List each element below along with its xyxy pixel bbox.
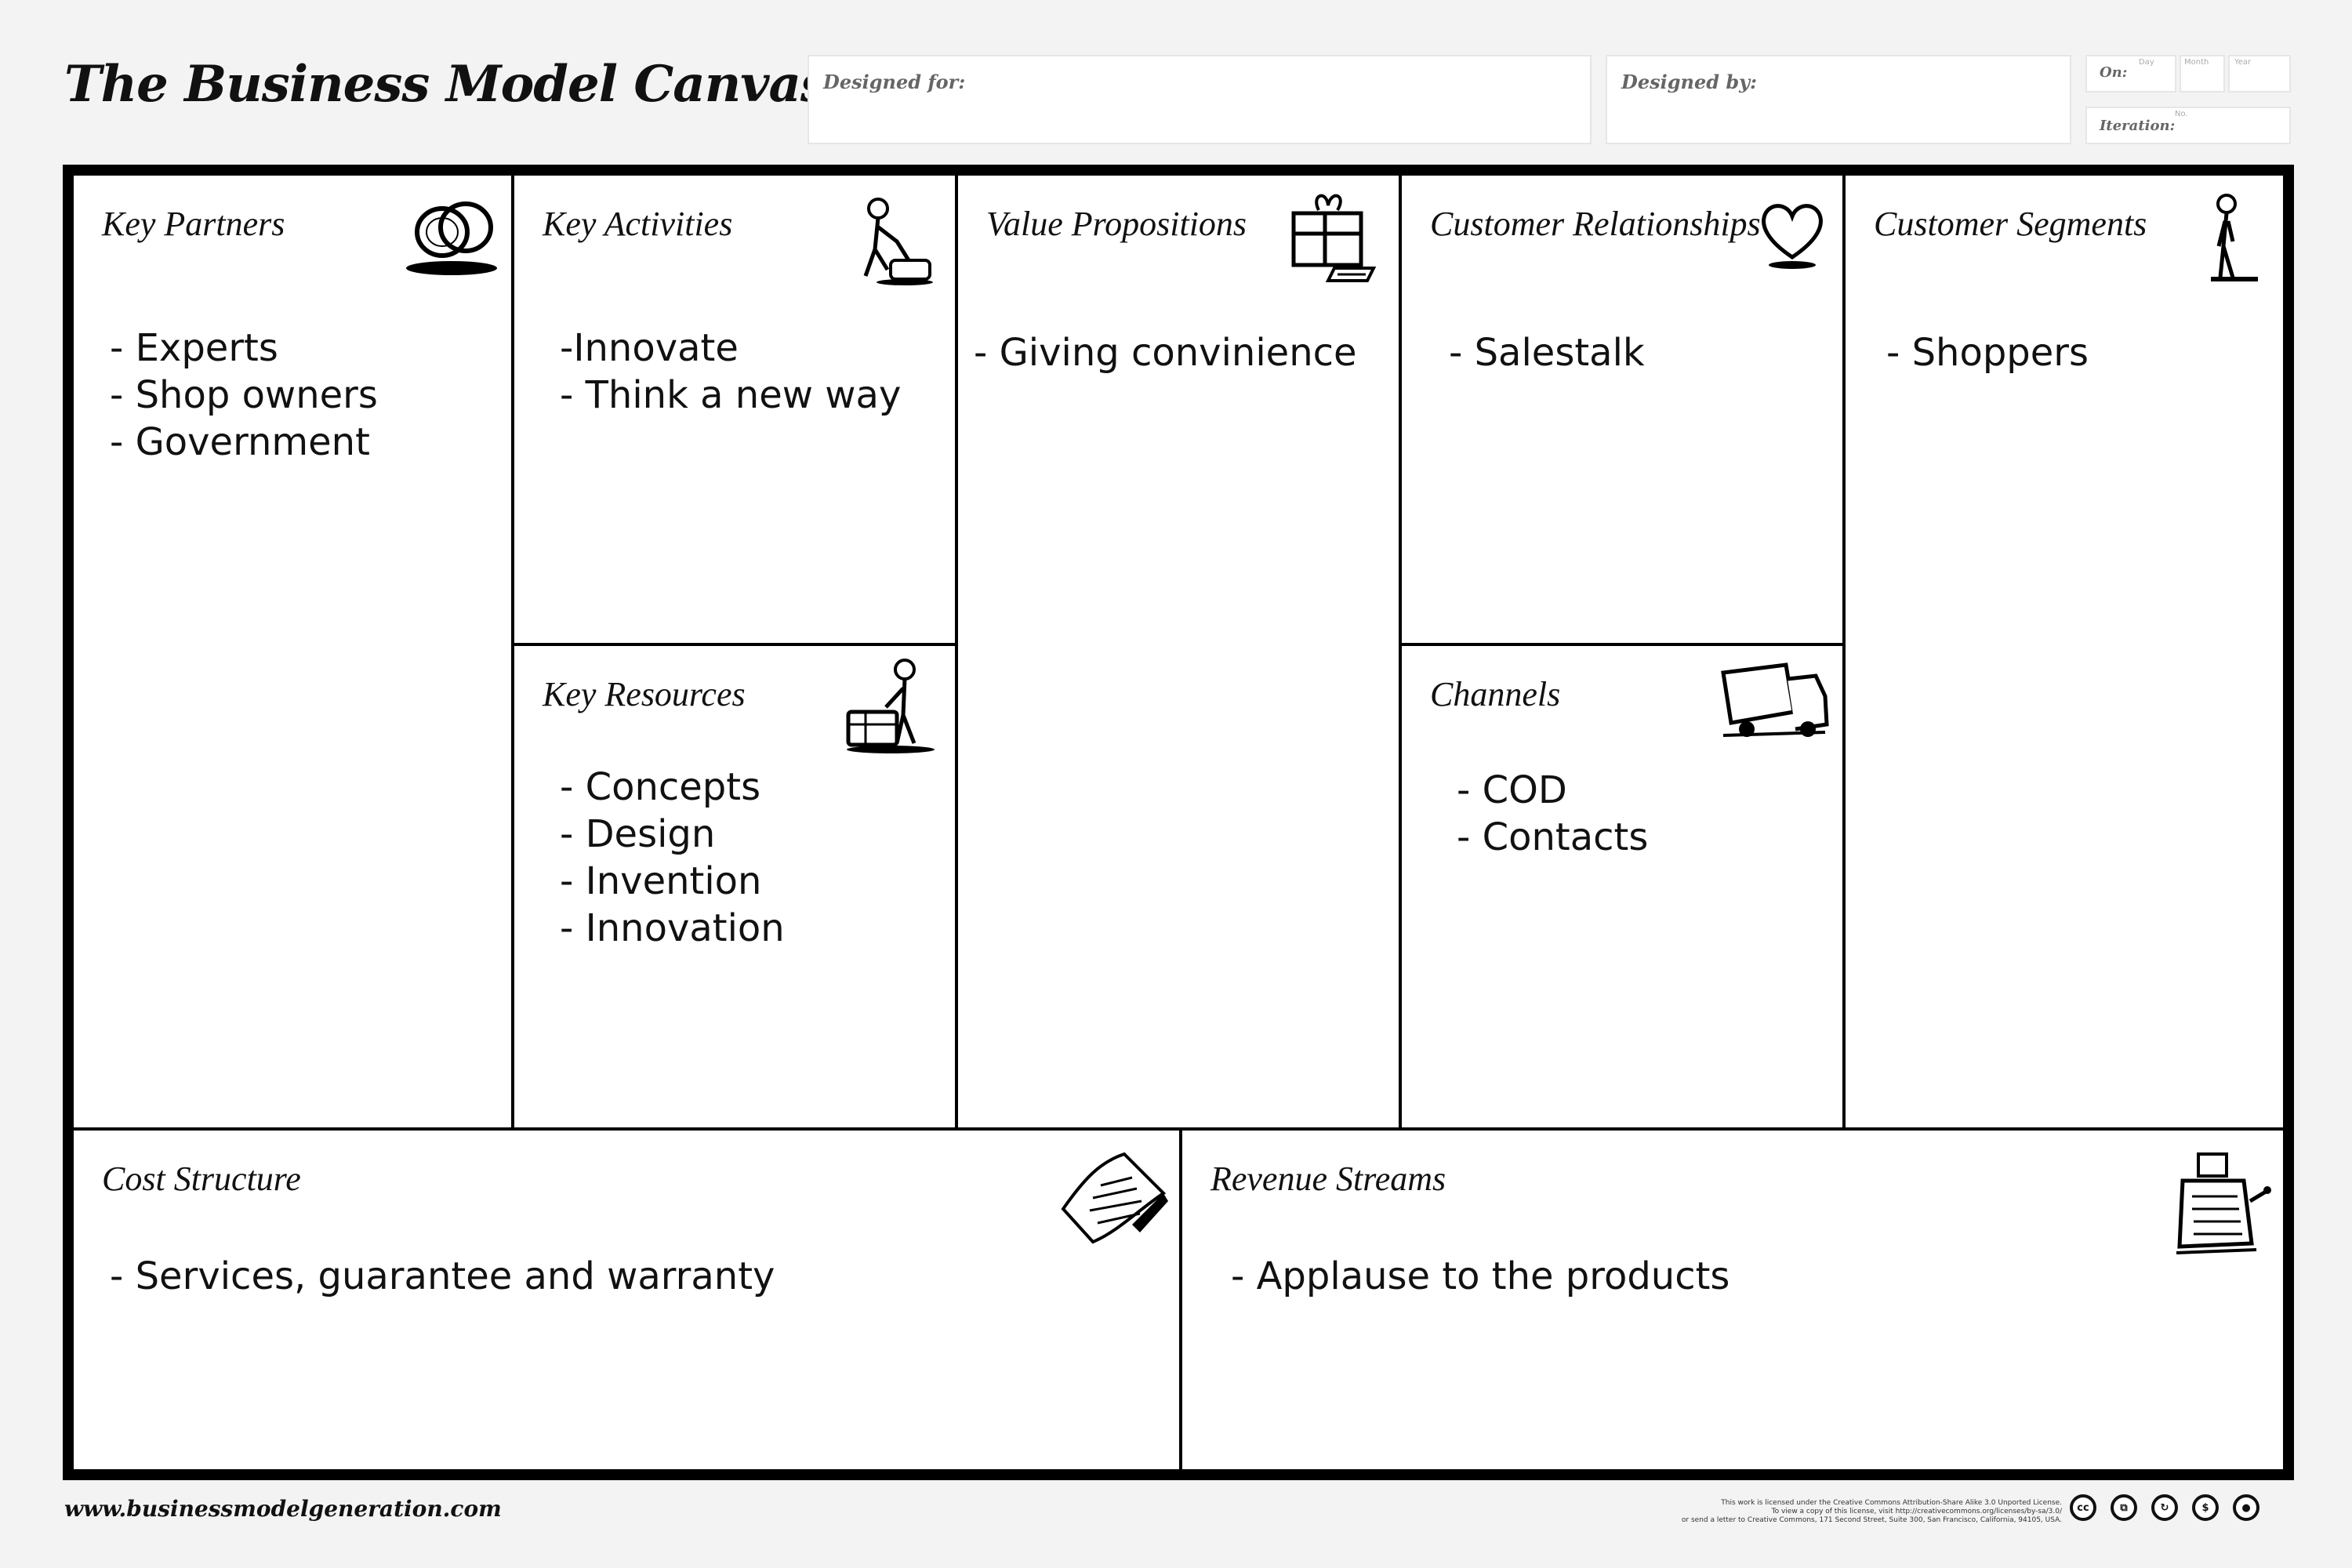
block-title: Key Partners bbox=[102, 204, 285, 244]
standing-person-icon bbox=[2203, 191, 2266, 293]
block-title: Key Activities bbox=[543, 204, 732, 244]
block-items: - Experts - Shop owners - Government bbox=[110, 325, 378, 466]
no-commercial-icon: $ bbox=[2192, 1494, 2219, 1521]
heart-icon bbox=[1753, 194, 1831, 273]
block-title: Value Propositions bbox=[986, 204, 1247, 244]
year-field[interactable]: Year bbox=[2228, 55, 2291, 93]
block-key-resources[interactable]: Key Resources - Concepts - Design - Inve… bbox=[511, 643, 958, 1131]
list-item: - Experts bbox=[110, 325, 378, 372]
worker-with-crate-icon bbox=[842, 657, 939, 759]
license-line: This work is licensed under the Creative… bbox=[1662, 1499, 2062, 1508]
license-line: or send a letter to Creative Commons, 17… bbox=[1662, 1516, 2062, 1525]
block-items: - Concepts - Design - Invention - Innova… bbox=[560, 764, 785, 952]
list-item: - Applause to the products bbox=[1231, 1253, 1730, 1300]
footer-url-link[interactable]: www.businessmodelgeneration.com bbox=[64, 1496, 502, 1522]
block-customer-segments[interactable]: Customer Segments - Shoppers bbox=[1842, 172, 2286, 1131]
business-model-canvas: Key Partners - Experts - Shop owners - G… bbox=[63, 165, 2294, 1480]
block-title: Customer Segments bbox=[1874, 204, 2147, 244]
block-items: - Shoppers bbox=[1886, 329, 2089, 376]
block-customer-relationships[interactable]: Customer Relationships - Salestalk bbox=[1399, 172, 1846, 646]
block-key-partners[interactable]: Key Partners - Experts - Shop owners - G… bbox=[71, 172, 514, 1131]
block-items: - Services, guarantee and warranty bbox=[110, 1253, 775, 1300]
cash-register-icon bbox=[2172, 1149, 2274, 1267]
gift-box-icon bbox=[1279, 187, 1381, 289]
list-item: -Innovate bbox=[560, 325, 901, 372]
page-title: The Business Model Canvas bbox=[64, 55, 828, 114]
block-channels[interactable]: Channels - COD - Contacts bbox=[1399, 643, 1846, 1131]
block-key-activities[interactable]: Key Activities -Innovate - Think a new w… bbox=[511, 172, 958, 646]
remix-icon: ↻ bbox=[2151, 1494, 2178, 1521]
list-item: - Shoppers bbox=[1886, 329, 2089, 376]
price-tag-icon bbox=[1054, 1146, 1171, 1248]
block-value-propositions[interactable]: Value Propositions - Giving convinience bbox=[955, 172, 1402, 1131]
list-item: - Invention bbox=[560, 858, 785, 905]
block-title: Revenue Streams bbox=[1210, 1159, 1446, 1199]
cc-icon: cc bbox=[2070, 1494, 2096, 1521]
worker-icon bbox=[842, 194, 936, 289]
list-item: - COD bbox=[1457, 767, 1648, 814]
copy-icon: ⧉ bbox=[2111, 1494, 2137, 1521]
list-item: - Government bbox=[110, 419, 378, 466]
list-item: - Design bbox=[560, 811, 785, 858]
day-label: Day bbox=[2139, 58, 2154, 67]
list-item: - Innovation bbox=[560, 905, 785, 952]
iteration-label: Iteration: bbox=[2100, 118, 2175, 134]
block-items: - COD - Contacts bbox=[1457, 767, 1648, 861]
attribution-icon: ● bbox=[2233, 1494, 2259, 1521]
designed-for-field[interactable]: Designed for: bbox=[808, 55, 1592, 144]
list-item: - Contacts bbox=[1457, 814, 1648, 861]
iteration-field[interactable]: Iteration: No. bbox=[2085, 107, 2291, 144]
list-item: - Shop owners bbox=[110, 372, 378, 419]
block-items: - Applause to the products bbox=[1231, 1253, 1730, 1300]
block-cost-structure[interactable]: Cost Structure - Services, guarantee and… bbox=[71, 1127, 1182, 1472]
license-line: To view a copy of this license, visit ht… bbox=[1662, 1508, 2062, 1516]
designed-by-field[interactable]: Designed by: bbox=[1606, 55, 2071, 144]
chain-links-icon bbox=[403, 191, 505, 278]
block-title: Cost Structure bbox=[102, 1159, 301, 1199]
license-text: This work is licensed under the Creative… bbox=[1662, 1499, 2062, 1525]
block-items: - Giving convinience bbox=[974, 329, 1357, 376]
designed-for-label: Designed for: bbox=[823, 71, 965, 93]
month-label: Month bbox=[2184, 58, 2209, 67]
month-field[interactable]: Month bbox=[2180, 55, 2225, 93]
list-item: - Giving convinience bbox=[974, 329, 1357, 376]
block-title: Customer Relationships bbox=[1430, 204, 1761, 244]
block-title: Channels bbox=[1430, 674, 1560, 714]
block-items: - Salestalk bbox=[1449, 329, 1645, 376]
year-label: Year bbox=[2234, 58, 2251, 67]
list-item: - Salestalk bbox=[1449, 329, 1645, 376]
list-item: - Think a new way bbox=[560, 372, 901, 419]
block-revenue-streams[interactable]: Revenue Streams - Applause to the produc… bbox=[1179, 1127, 2286, 1472]
block-items: -Innovate - Think a new way bbox=[560, 325, 901, 419]
no-label: No. bbox=[2175, 110, 2188, 118]
block-title: Key Resources bbox=[543, 674, 746, 714]
designed-by-label: Designed by: bbox=[1621, 71, 1757, 93]
on-label: On: bbox=[2100, 64, 2127, 81]
list-item: - Services, guarantee and warranty bbox=[110, 1253, 775, 1300]
date-field[interactable]: On: Day bbox=[2085, 55, 2176, 93]
delivery-truck-icon bbox=[1715, 657, 1833, 751]
list-item: - Concepts bbox=[560, 764, 785, 811]
